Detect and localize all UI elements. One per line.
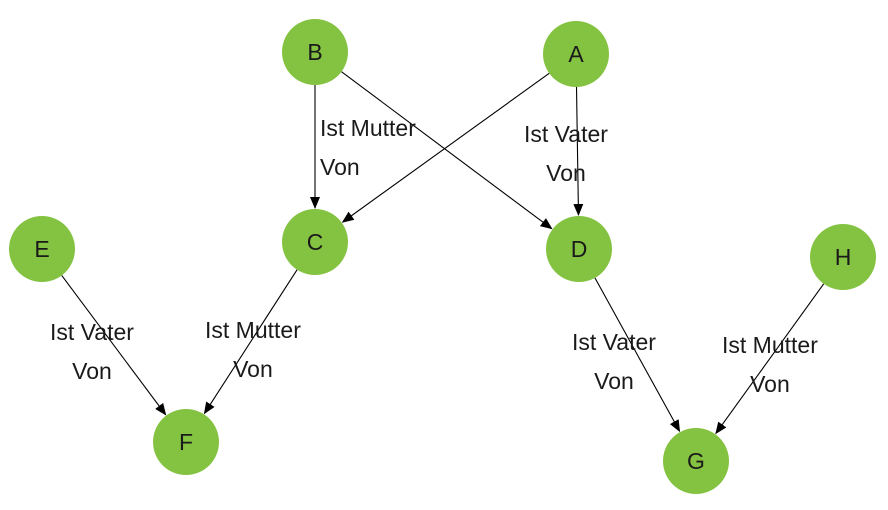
node-circle-c	[282, 209, 348, 275]
edge-label-d-g-line1: Ist Vater	[572, 329, 656, 355]
node-h: H	[810, 224, 876, 290]
node-g: G	[663, 428, 729, 494]
node-circle-a	[543, 21, 609, 87]
edge-b-d	[341, 71, 553, 230]
edge-label-d-g-line2: Von	[594, 368, 634, 394]
node-circle-f	[153, 409, 219, 475]
node-label-h: H	[835, 244, 852, 270]
node-label-a: A	[568, 41, 584, 67]
node-a: A	[543, 21, 609, 87]
edge-label-h-g-line2: Von	[750, 371, 790, 397]
edge-d-g	[594, 277, 681, 433]
edge-label-b-c-line2: Von	[320, 154, 360, 180]
node-circle-e	[9, 216, 75, 282]
edge-label-h-g-line1: Ist Mutter	[722, 332, 818, 358]
node-circle-h	[810, 224, 876, 290]
edge-label-c-f-line1: Ist Mutter	[205, 317, 301, 343]
edge-a-d	[573, 86, 584, 217]
nodes-layer: B A E C D H F G	[9, 19, 876, 494]
edge-h-g	[715, 283, 825, 435]
node-circle-g	[663, 428, 729, 494]
edges-layer	[61, 71, 825, 435]
edge-label-e-f-line1: Ist Vater	[50, 319, 134, 345]
node-label-d: D	[571, 236, 588, 262]
node-circle-b	[282, 19, 348, 85]
node-c: C	[282, 209, 348, 275]
node-circle-d	[546, 216, 612, 282]
node-label-e: E	[34, 236, 49, 262]
edge-label-e-f-line2: Von	[72, 358, 112, 384]
edge-label-a-d-line2: Von	[546, 160, 586, 186]
node-label-f: F	[179, 429, 193, 455]
edge-label-b-c-line1: Ist Mutter	[320, 115, 416, 141]
edge-a-c	[341, 72, 550, 223]
node-b: B	[282, 19, 348, 85]
edge-label-c-f-line2: Von	[233, 356, 273, 382]
node-label-b: B	[307, 39, 322, 65]
node-e: E	[9, 216, 75, 282]
edge-label-a-d-line1: Ist Vater	[524, 121, 608, 147]
node-label-c: C	[307, 229, 324, 255]
node-label-g: G	[687, 448, 705, 474]
node-d: D	[546, 216, 612, 282]
edge-c-f	[203, 269, 298, 415]
edge-e-f	[61, 275, 167, 416]
node-f: F	[153, 409, 219, 475]
